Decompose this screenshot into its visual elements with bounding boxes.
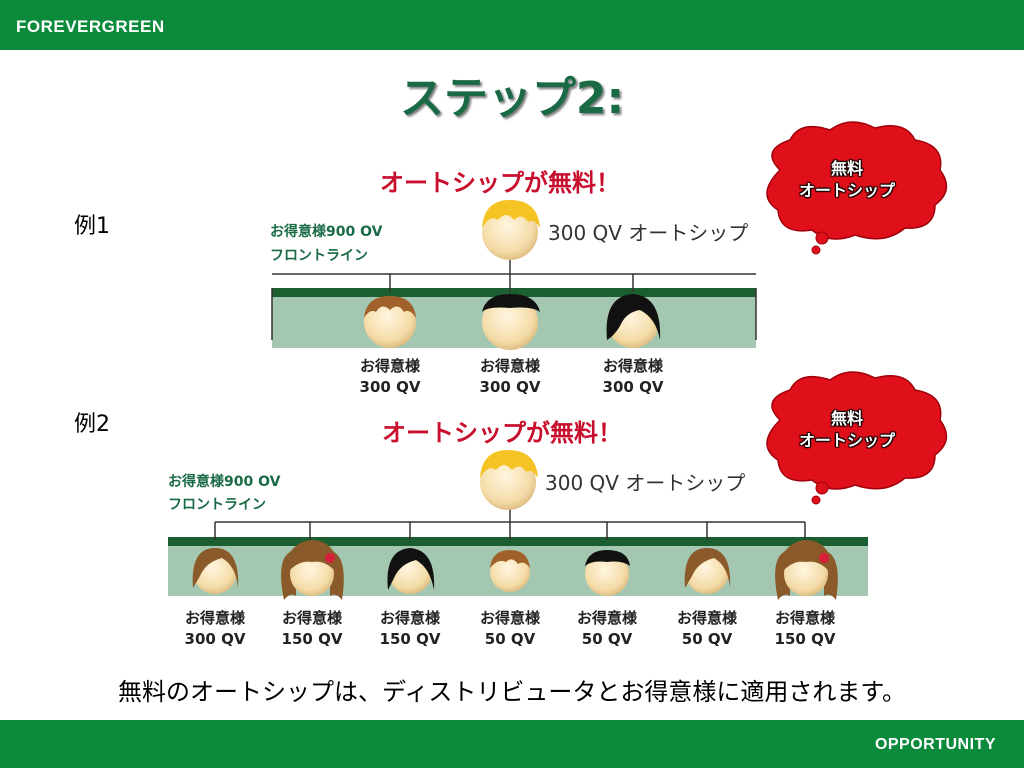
example2-front-line-label: フロントライン <box>168 497 266 513</box>
example2-customer-avatar-1 <box>192 548 239 594</box>
example1-free-autoship-bubble <box>766 121 948 255</box>
example1-customer-3: お得意様 300 QV <box>602 357 664 396</box>
example1-front-line-volume: お得意様900 OV <box>270 224 383 240</box>
example1-customer-avatar-2 <box>482 294 540 350</box>
example1-front-line-label: フロントライン <box>270 248 368 264</box>
example1-sponsor-text: 300 QV オートシップ <box>548 221 749 245</box>
example2-customer-2: お得意様 150 QV <box>281 609 343 648</box>
example2-customer-avatar-6 <box>684 548 731 594</box>
example2-customer-4: お得意様 50 QV <box>479 609 540 648</box>
slide-title: ステップ2: <box>399 73 625 124</box>
example2-customer-7: お得意様 150 QV <box>774 609 836 648</box>
example2-bubble-line2: オートシップ <box>798 431 895 450</box>
example1-bubble-line2: オートシップ <box>798 181 895 200</box>
example2-customer-5: お得意様 50 QV <box>576 609 637 648</box>
example1-tree <box>271 121 948 350</box>
example2-customer-avatar-4 <box>490 550 530 592</box>
example1-sponsor-avatar <box>482 200 540 260</box>
example1-label: 例1 <box>74 214 110 239</box>
bottom-caption: 無料のオートシップは、ディストリビュータとお得意様に適用されます。 <box>118 678 906 706</box>
top-bar: FOREVERGREEN <box>0 0 1024 50</box>
example2-bubble-text: 無料 オートシップ <box>782 408 912 452</box>
example2-customer-avatar-7 <box>775 540 838 600</box>
example2-band-top <box>168 537 868 546</box>
example2-free-autoship-bubble <box>766 371 948 505</box>
example2-customer-1: お得意様 300 QV <box>184 609 246 648</box>
example1-heading: オートシップが無料！ <box>380 169 620 197</box>
footer-label: OPPORTUNITY <box>874 736 996 753</box>
example1-customer-2: お得意様 300 QV <box>479 357 541 396</box>
example2-label: 例2 <box>74 412 110 437</box>
example2-customer-avatar-3 <box>387 548 435 594</box>
example2-customer-avatar-2 <box>281 540 344 600</box>
example2-heading: オートシップが無料！ <box>382 419 622 447</box>
example1-customer-avatar-3 <box>606 294 661 348</box>
example2-customer-avatar-5 <box>585 550 630 596</box>
example2-sponsor-text: 300 QV オートシップ <box>545 471 746 495</box>
example2-front-line-volume: お得意様900 OV <box>168 474 281 490</box>
example1-band-top <box>272 288 756 297</box>
example2-sponsor-avatar <box>480 450 538 510</box>
example2-customer-6: お得意様 50 QV <box>676 609 737 648</box>
example1-customer-1: お得意様 300 QV <box>359 357 421 396</box>
example1-bubble-text: 無料 オートシップ <box>782 158 912 202</box>
brand-logo-text: FOREVERGREEN <box>16 17 165 36</box>
bottom-bar: OPPORTUNITY <box>0 720 1024 768</box>
example2-customer-3: お得意様 150 QV <box>379 609 441 648</box>
example1-customer-avatar-1 <box>364 296 416 348</box>
example2-bubble-line1: 無料 <box>830 409 863 428</box>
example2-tree <box>168 371 948 600</box>
example1-bubble-line1: 無料 <box>830 159 863 178</box>
